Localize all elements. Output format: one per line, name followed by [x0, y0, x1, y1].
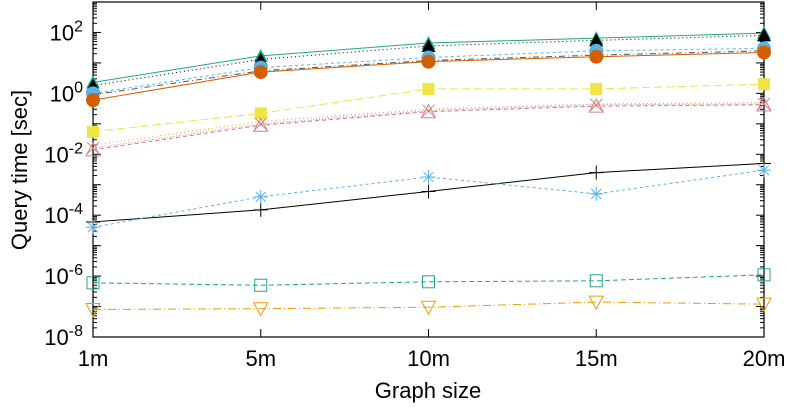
y-tick-label: 102: [50, 18, 83, 45]
series-8: [85, 96, 772, 157]
series-13: [85, 295, 772, 318]
data-point: [86, 93, 100, 108]
data-point: [421, 169, 436, 184]
x-tick-label: 10m: [407, 346, 450, 371]
data-point: [757, 28, 771, 42]
y-tick-label: 100: [50, 79, 83, 106]
data-point: [421, 184, 436, 199]
data-point: [420, 300, 437, 316]
data-point: [421, 54, 436, 69]
series-12: [86, 268, 771, 292]
data-point: [253, 65, 268, 80]
data-point: [420, 103, 437, 119]
data-point: [254, 117, 268, 131]
data-point: [758, 78, 770, 91]
data-point: [253, 189, 268, 204]
data-point: [588, 98, 605, 113]
series-line: [92, 301, 765, 310]
x-tick-label: 5m: [245, 346, 276, 371]
series-10: [86, 156, 771, 229]
series-9: [86, 97, 771, 155]
data-point: [86, 141, 100, 155]
data-point: [86, 276, 100, 290]
data-point: [85, 141, 101, 157]
data-point: [756, 297, 772, 313]
data-point: [757, 268, 771, 282]
data-point: [757, 97, 771, 111]
data-point: [85, 302, 101, 318]
series-4: [92, 50, 765, 96]
y-tick-label: 10-8: [44, 323, 83, 350]
data-point: [589, 33, 604, 47]
data-point: [757, 45, 771, 60]
series-line: [92, 50, 765, 96]
x-tick-label: 20m: [743, 346, 786, 371]
series-layer: [85, 26, 772, 318]
series-line: [92, 274, 765, 286]
data-point: [253, 202, 268, 217]
data-point: [254, 107, 267, 120]
x-tick-label: 1m: [78, 346, 109, 371]
data-point: [421, 38, 436, 52]
data-point: [422, 275, 435, 289]
x-tick-label: 15m: [575, 346, 618, 371]
data-point: [86, 220, 100, 235]
series-6: [87, 78, 770, 138]
data-point: [422, 82, 435, 95]
series-5: [86, 45, 771, 108]
series-line: [92, 102, 765, 146]
data-point: [87, 125, 99, 138]
data-point: [757, 163, 771, 178]
series-line: [92, 103, 765, 149]
series-7: [92, 102, 765, 146]
x-axis-title: Graph size: [375, 378, 481, 403]
x-axis: 1m 5m 10m 15m 20m: [78, 2, 786, 371]
y-tick-label: 10-2: [44, 140, 83, 167]
y-tick-label: 10-4: [44, 201, 83, 228]
series-line: [92, 169, 765, 228]
y-axis-title: Query time [sec]: [7, 90, 32, 250]
data-point: [254, 278, 268, 292]
series-line: [92, 104, 765, 151]
data-point: [588, 295, 605, 311]
data-point: [589, 98, 603, 112]
data-point: [422, 104, 435, 118]
series-11: [86, 163, 771, 235]
data-point: [252, 302, 269, 317]
data-point: [590, 82, 603, 95]
data-point: [589, 186, 604, 201]
data-point: [589, 49, 604, 64]
y-tick-label: 10-6: [44, 262, 83, 289]
data-point: [589, 165, 604, 180]
data-point: [589, 274, 603, 288]
